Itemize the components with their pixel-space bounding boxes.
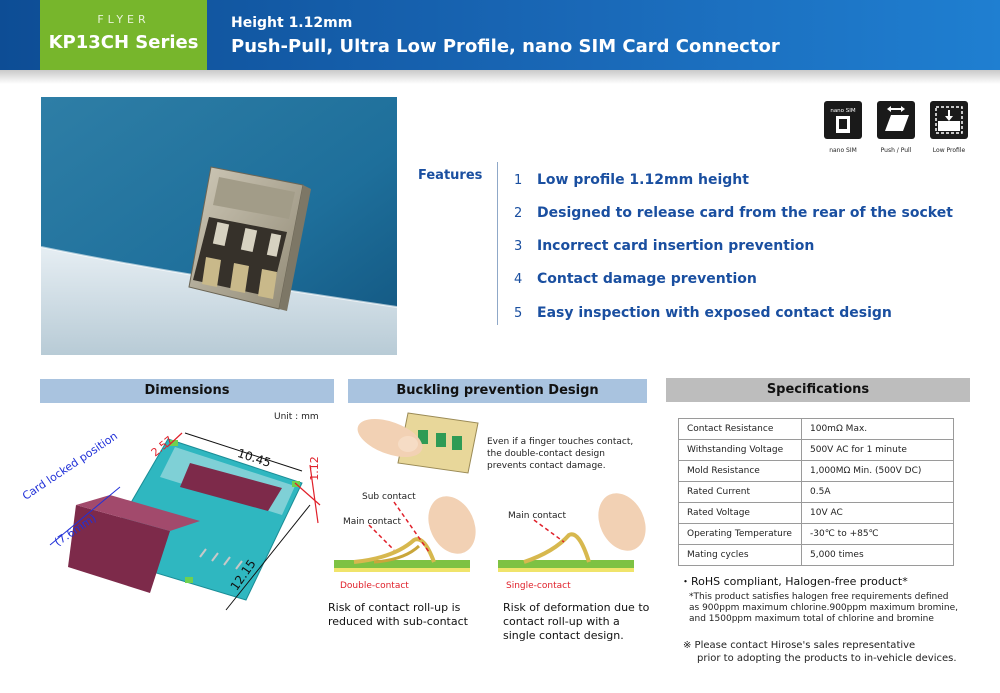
- feature-item: Low profile 1.12mm height: [537, 172, 749, 188]
- feature-number: 4: [514, 272, 523, 287]
- halogen-note-1: *This product satisfies halogen free req…: [689, 592, 949, 602]
- header-subtitle: Height 1.12mm: [231, 15, 353, 31]
- feature-number: 2: [514, 206, 523, 221]
- finger-contact-illustration: [357, 412, 479, 474]
- header-shadow: [0, 70, 1000, 84]
- spec-key: Withstanding Voltage: [678, 439, 802, 461]
- spec-value: 100mΩ Max.: [801, 418, 954, 440]
- feature-number: 1: [514, 173, 523, 188]
- push-pull-icon-label: Push / Pull: [880, 147, 912, 154]
- header-title: Push-Pull, Ultra Low Profile, nano SIM C…: [231, 36, 780, 57]
- feature-number: 3: [514, 239, 523, 254]
- right-caption-1: Risk of deformation due to: [503, 601, 650, 614]
- features-divider: [497, 162, 498, 325]
- main-contact-label-right: Main contact: [508, 511, 567, 521]
- feature-item: Incorrect card insertion prevention: [537, 238, 815, 254]
- left-caption-1: Risk of contact roll-up is: [328, 601, 461, 614]
- left-caption-2: reduced with sub-contact: [328, 615, 468, 628]
- buckling-title: Buckling prevention Design: [348, 379, 647, 403]
- spec-value: 0.5A: [801, 481, 954, 503]
- buckling-desc-3: prevents contact damage.: [487, 461, 606, 471]
- low-profile-icon: [930, 101, 968, 139]
- sub-contact-label: Sub contact: [362, 492, 416, 502]
- spec-key: Mold Resistance: [678, 460, 802, 482]
- low-profile-icon-label: Low Profile: [932, 147, 966, 154]
- features-title: Features: [418, 168, 483, 183]
- feature-item: Designed to release card from the rear o…: [537, 205, 953, 221]
- nano-sim-icon: nano SIM: [824, 101, 862, 139]
- flyer-label: FLYER: [97, 13, 150, 26]
- unit-label: Unit : mm: [274, 412, 319, 422]
- halogen-note-3: and 1500ppm maximum total of chlorine an…: [689, 614, 934, 624]
- nano-sim-icon-label: nano SIM: [829, 147, 857, 154]
- contact-note-1: ※ Please contact Hirose's sales represen…: [683, 640, 916, 651]
- push-pull-icon: [877, 101, 915, 139]
- buckling-desc-2: the double-contact design: [487, 449, 605, 459]
- buckling-desc-1: Even if a finger touches contact,: [487, 437, 634, 447]
- feature-number: 5: [514, 306, 523, 321]
- right-caption-3: single contact design.: [503, 629, 624, 642]
- spec-key: Rated Voltage: [678, 502, 802, 524]
- main-contact-label-left: Main contact: [343, 517, 402, 527]
- specifications-title: Specifications: [666, 378, 970, 402]
- contact-comparison-illustration: [334, 493, 646, 572]
- nano-sim-icon-text: nano SIM: [830, 108, 856, 114]
- dimensions-drawing: [49, 432, 321, 611]
- single-contact-label: Single-contact: [506, 581, 571, 591]
- spec-value: 5,000 times: [801, 544, 954, 566]
- spec-key: Contact Resistance: [678, 418, 802, 440]
- halogen-note-2: as 900ppm maximum chlorine.900ppm maximu…: [689, 603, 958, 613]
- contact-note-2: prior to adopting the products to in-veh…: [697, 653, 957, 664]
- series-name: KP13CH Series: [48, 32, 199, 53]
- double-contact-label: Double-contact: [340, 581, 409, 591]
- feature-item: Easy inspection with exposed contact des…: [537, 305, 892, 321]
- dim-1-12: 1.12: [307, 456, 321, 481]
- spec-key: Mating cycles: [678, 544, 802, 566]
- rohs-note: ・RoHS compliant, Halogen-free product*: [680, 575, 908, 588]
- feature-item: Contact damage prevention: [537, 271, 757, 287]
- table-row: Operating Temperature-30℃ to +85℃: [678, 523, 954, 545]
- spec-value: -30℃ to +85℃: [801, 523, 954, 545]
- spec-value: 500V AC for 1 minute: [801, 439, 954, 461]
- dimensions-title: Dimensions: [40, 379, 334, 403]
- right-caption-2: contact roll-up with a: [503, 615, 620, 628]
- spec-key: Rated Current: [678, 481, 802, 503]
- series-box: FLYER KP13CH Series: [40, 0, 207, 70]
- product-photo: [41, 97, 397, 355]
- spec-value: 10V AC: [801, 502, 954, 524]
- spec-value: 1,000MΩ Min. (500V DC): [801, 460, 954, 482]
- spec-key: Operating Temperature: [678, 523, 802, 545]
